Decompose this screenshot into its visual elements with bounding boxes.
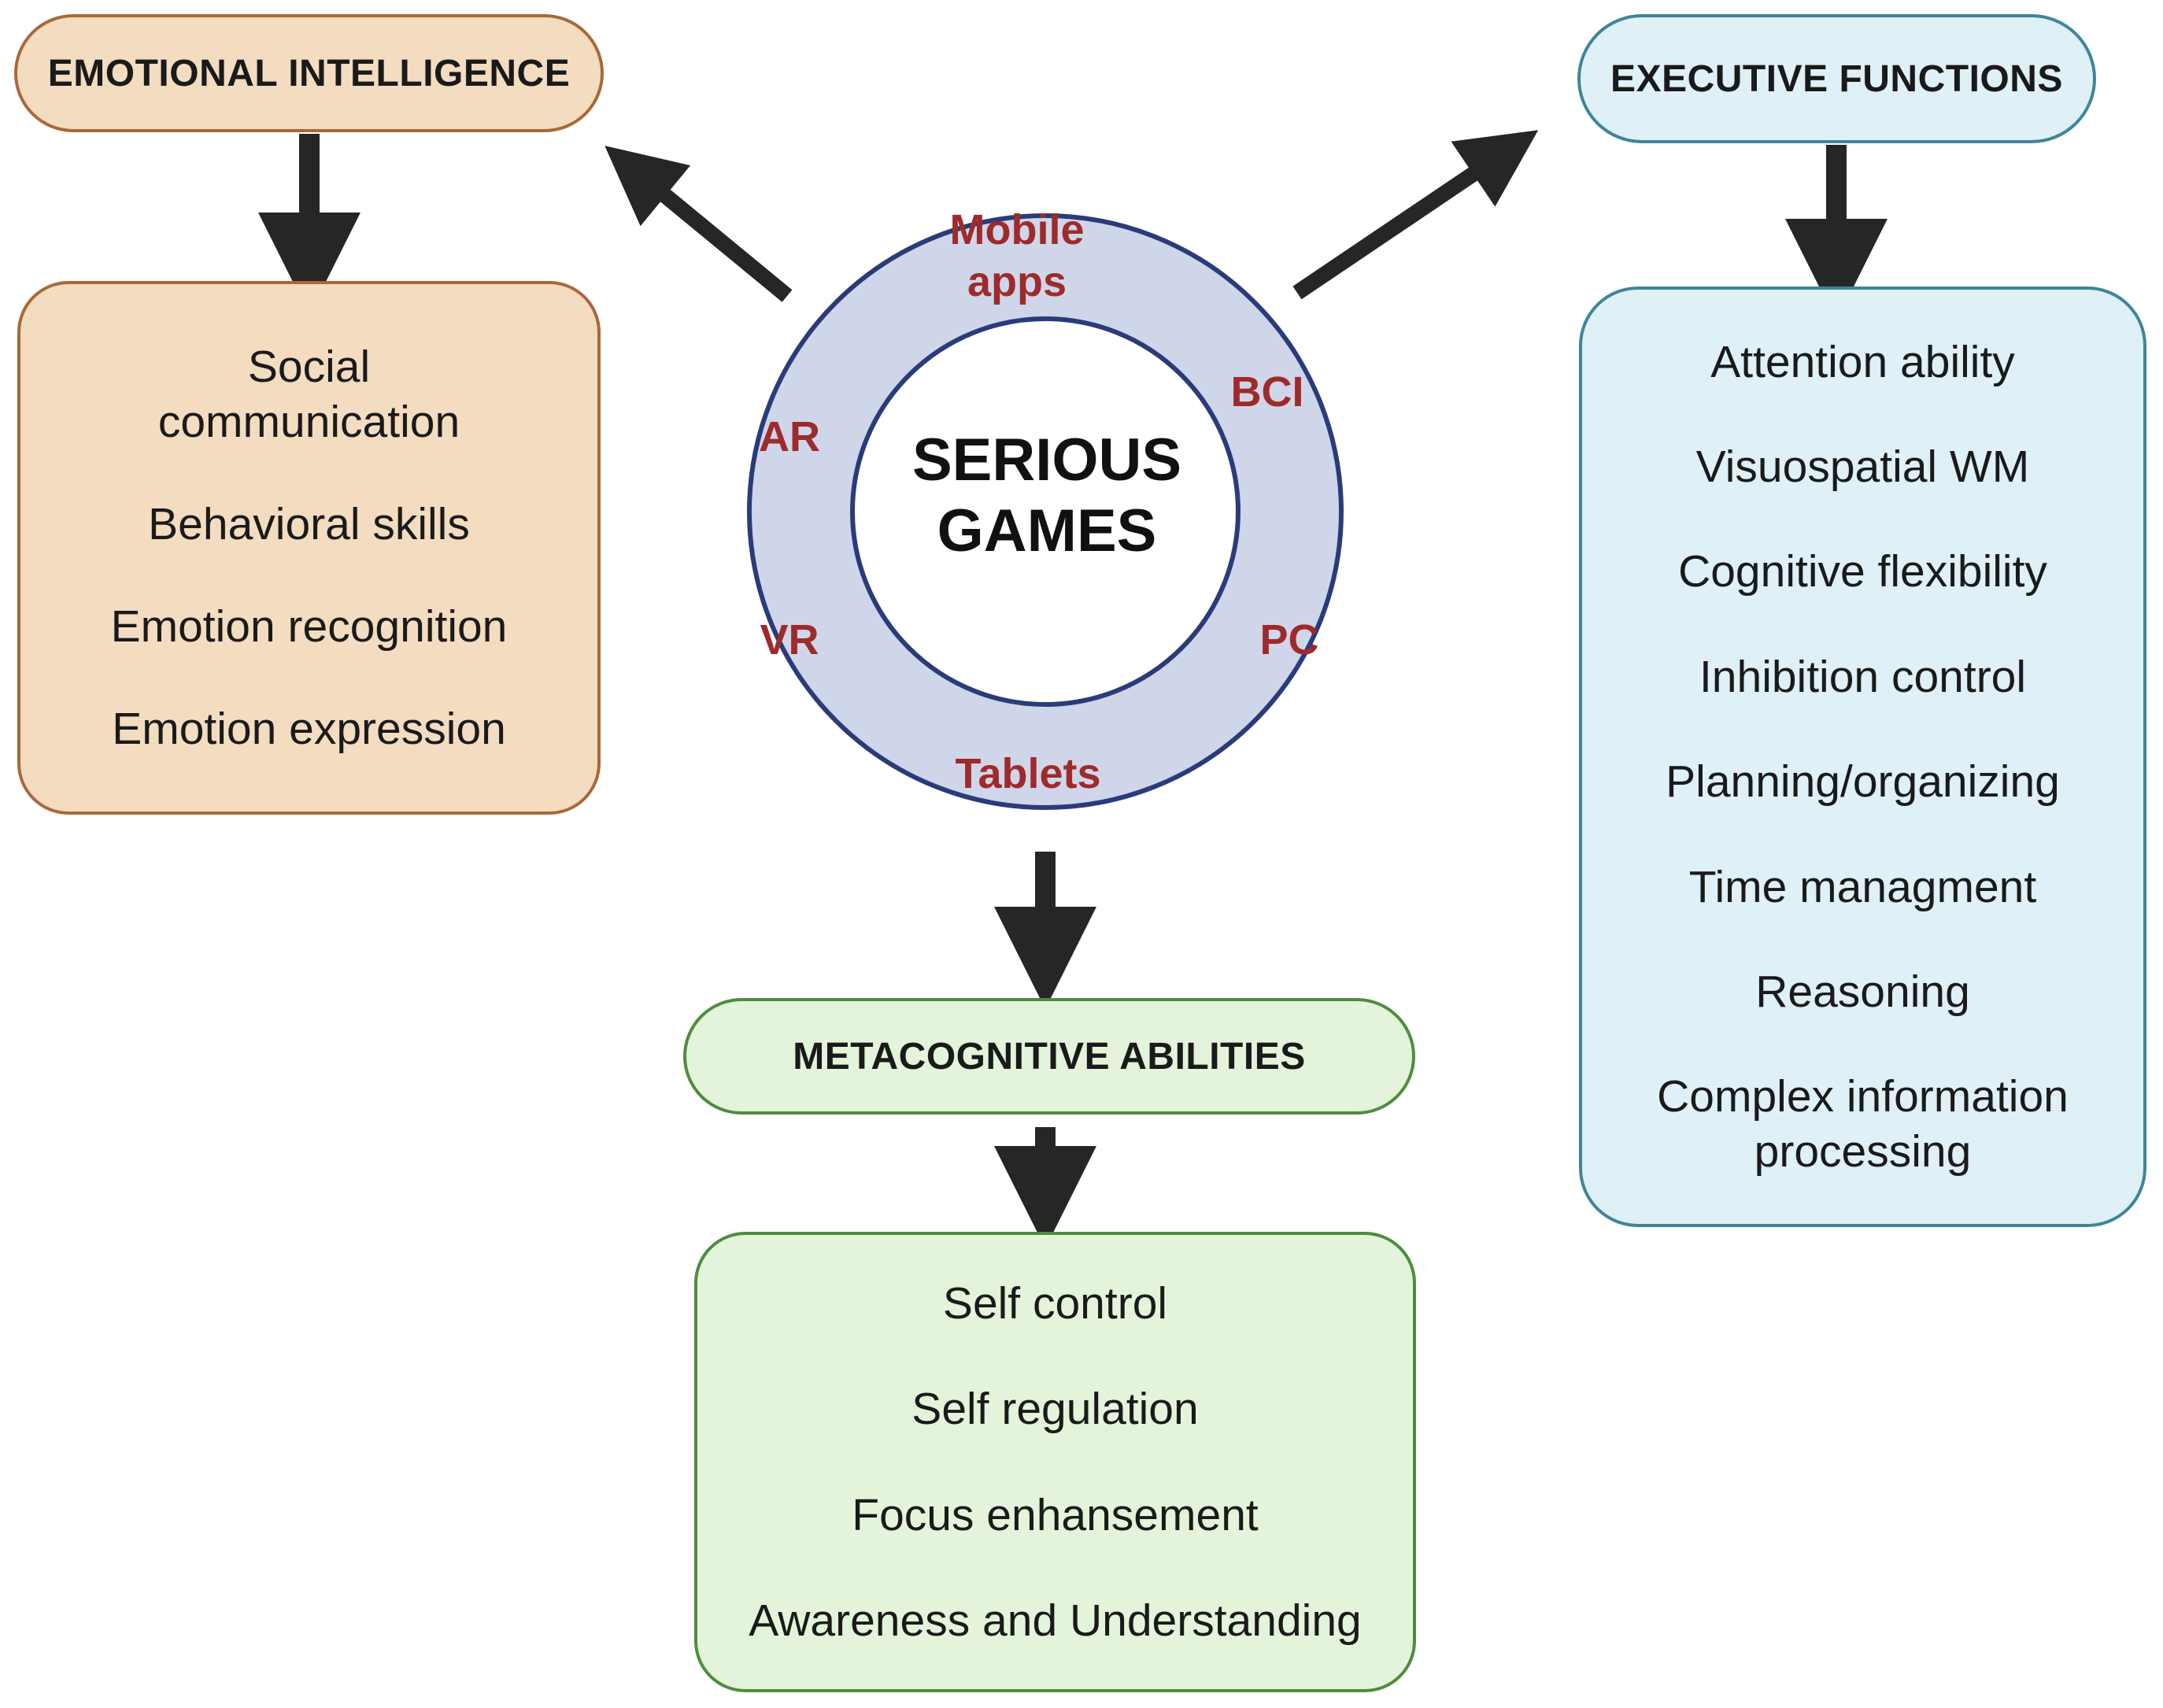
platform-pc: PC (1259, 616, 1319, 664)
emotional-intelligence-header: EMOTIONAL INTELLIGENCE (14, 14, 604, 132)
list-item: Planning/organizing (1666, 756, 2060, 808)
list-item: Attention ability (1710, 336, 2015, 387)
list-item: Complex information processing (1657, 1071, 2069, 1177)
metacognitive-abilities-list: Self control Self regulation Focus enhan… (694, 1232, 1416, 1692)
list-item: Inhibition control (1699, 651, 2027, 702)
list-item: Time managment (1688, 861, 2037, 912)
center-circle (850, 316, 1240, 707)
platform-tablets: Tablets (955, 750, 1101, 797)
list-item: Cognitive flexibility (1678, 546, 2047, 597)
platform-vr: VR (760, 616, 819, 664)
platform-mobile-apps: Mobile apps (949, 206, 1085, 305)
executive-functions-list: Attention ability Visuospatial WM Cognit… (1579, 287, 2146, 1227)
list-item: Emotion recognition (110, 601, 508, 652)
emotional-intelligence-list: Social communication Behavioral skills E… (17, 281, 601, 815)
list-item: Awareness and Understanding (749, 1595, 1362, 1646)
platform-ar: AR (759, 413, 820, 460)
arrow-to-emotional (605, 146, 793, 302)
list-item: Self control (942, 1278, 1168, 1329)
list-item: Reasoning (1755, 966, 1970, 1017)
list-item: Visuospatial WM (1695, 442, 2030, 493)
platform-bci: BCI (1230, 368, 1304, 416)
list-item: Emotion expression (112, 704, 506, 754)
list-item: Focus enhansement (852, 1489, 1259, 1540)
executive-functions-header: EXECUTIVE FUNCTIONS (1577, 14, 2096, 143)
list-item: Self regulation (911, 1384, 1199, 1435)
metacognitive-abilities-title: METACOGNITIVE ABILITIES (793, 1035, 1306, 1078)
executive-functions-title: EXECUTIVE FUNCTIONS (1610, 57, 2063, 100)
metacognitive-abilities-header: METACOGNITIVE ABILITIES (683, 998, 1415, 1115)
list-item: Social communication (157, 342, 460, 447)
center-title: SERIOUS GAMES (911, 427, 1182, 564)
list-item: Behavioral skills (148, 499, 470, 549)
emotional-intelligence-title: EMOTIONAL INTELLIGENCE (47, 52, 571, 94)
arrow-to-executive (1292, 130, 1539, 300)
